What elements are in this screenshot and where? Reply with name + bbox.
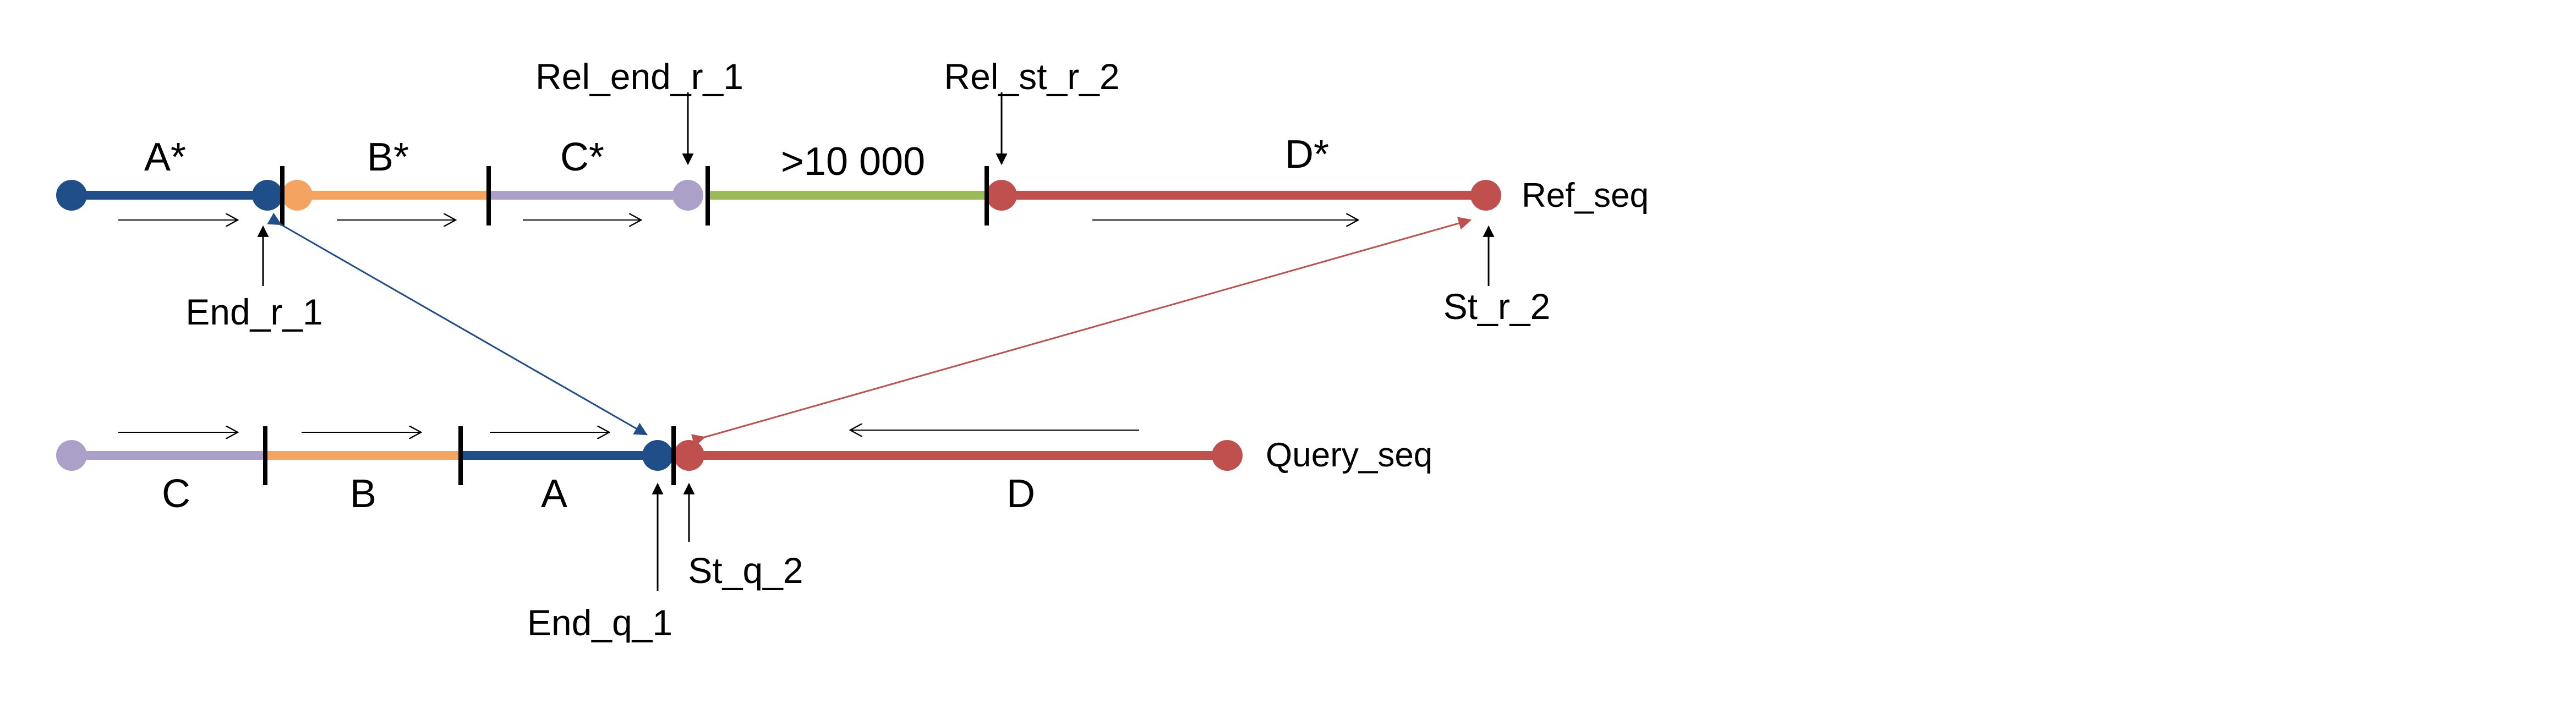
marker-rel-st-r-2: Rel_st_r_2 — [944, 56, 1119, 97]
ref-b-start-dot — [282, 180, 313, 211]
query-label-c: C — [162, 472, 190, 516]
marker-end-r-1: End_r_1 — [185, 292, 323, 332]
ref-label-d-star: D* — [1285, 133, 1329, 177]
query-a-end-dot — [642, 440, 673, 471]
ref-label-b-star: B* — [367, 135, 409, 179]
ref-end-dot — [1470, 180, 1501, 211]
mapping-arrow-d — [691, 217, 1472, 447]
reference-sequence: A* B* C* >10 000 D* Ref_seq — [56, 133, 1649, 226]
ref-label-c-star: C* — [560, 135, 604, 179]
ref-start-dot — [56, 180, 87, 211]
query-label-b: B — [350, 472, 376, 516]
ref-c-end-dot — [672, 180, 703, 211]
mapping-arrow-a — [267, 212, 648, 436]
ref-a-end-dot — [252, 180, 283, 211]
marker-st-q-2: St_q_2 — [688, 550, 803, 591]
query-label-a: A — [541, 472, 567, 516]
query-label-d: D — [1007, 472, 1035, 516]
ref-label-a-star: A* — [144, 135, 186, 179]
position-markers: Rel_end_r_1 Rel_st_r_2 End_r_1 St_r_2 St… — [185, 56, 1550, 643]
query-end-dot — [1212, 440, 1243, 471]
query-d-start-dot — [674, 440, 704, 471]
ref-label-gap: >10 000 — [781, 140, 925, 184]
query-start-dot — [56, 440, 87, 471]
marker-end-q-1: End_q_1 — [527, 602, 672, 643]
marker-st-r-2: St_r_2 — [1443, 286, 1550, 327]
ref-sequence-name: Ref_seq — [1522, 177, 1649, 215]
query-sequence-name: Query_seq — [1266, 436, 1432, 474]
marker-rel-end-r-1: Rel_end_r_1 — [535, 56, 743, 97]
query-sequence: C B A D Query_seq — [56, 426, 1432, 516]
ref-d-start-dot — [986, 180, 1017, 211]
